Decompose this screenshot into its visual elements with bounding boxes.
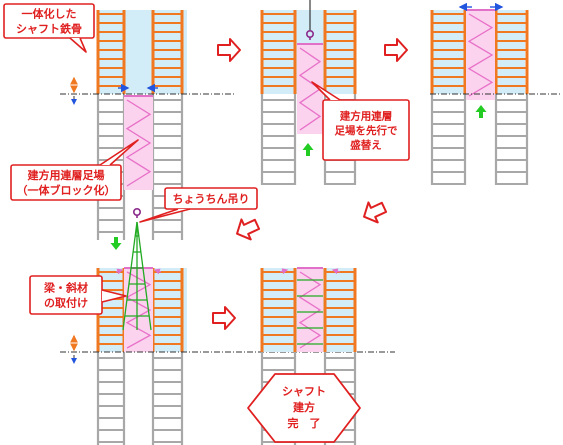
- lift-arrow: [302, 143, 314, 156]
- scaffold-brace: [125, 99, 152, 187]
- callout-line: 建方用連層: [339, 109, 393, 122]
- scaffold-body: [466, 10, 495, 100]
- callout-line: 建方用連層足場: [28, 168, 105, 182]
- green-member: [136, 221, 152, 331]
- scaffold-brace: [298, 271, 322, 349]
- flow-arrow-5: [212, 306, 236, 330]
- callout-box: [164, 187, 258, 210]
- scaffold-unit: [124, 95, 153, 190]
- shaft-frame-right: [323, 10, 357, 94]
- step-5-shaft-complete: [260, 267, 357, 445]
- arrow-pink-icon: [331, 268, 341, 275]
- green-member: [122, 221, 138, 331]
- scaffold-brace: [467, 13, 494, 97]
- callout-box: [3, 3, 95, 39]
- step-4-frame-lifting: [60, 208, 395, 445]
- flow-arrow-4: [236, 218, 261, 241]
- callout-line: 足場を先行で: [335, 124, 398, 137]
- lift-arrow: [475, 105, 487, 118]
- arrow-pink-icon: [153, 268, 162, 275]
- callout-line: 梁・斜材: [43, 280, 88, 294]
- flow-arrow-shape: [236, 218, 261, 241]
- callout-box: [10, 164, 122, 201]
- callout-line: 盛替え: [350, 138, 382, 151]
- callout-tail: [139, 208, 191, 223]
- scaffold-set: [466, 9, 495, 100]
- callout-tail: [101, 289, 127, 303]
- scaffold-body: [297, 268, 323, 352]
- complete-line: シャフト: [282, 385, 326, 398]
- complete-line: 完 了: [288, 416, 321, 430]
- step-3-scaffold-set: [430, 2, 560, 185]
- callout-lifting: ちょうちん吊り: [139, 187, 258, 223]
- shaft-frame-left: [260, 268, 297, 352]
- arrow-pink-icon: [115, 268, 124, 275]
- completed-frame-green: [297, 279, 323, 345]
- shaft-frame-right: [494, 10, 529, 94]
- shaft-frame-right: [323, 268, 357, 352]
- shaft-frame-left: [96, 10, 126, 94]
- lower-structure: [430, 94, 529, 185]
- step-1-shaft-frame: [60, 10, 235, 240]
- callout-tail: [69, 37, 87, 53]
- scaffold-body: [124, 96, 153, 190]
- callout-line: （一体ブロック化）: [17, 183, 116, 197]
- callout-line: シャフト鉄骨: [16, 21, 82, 35]
- flow-arrow-shape: [363, 201, 388, 224]
- complete-line: 建方: [293, 400, 315, 414]
- shaft-frame-left: [430, 10, 467, 94]
- callout-scaffold-unit: 建方用連層足場（一体ブロック化）: [10, 139, 139, 201]
- shaft-frame-right: [151, 10, 184, 94]
- flow-arrow-1: [217, 38, 241, 62]
- callout-box: [322, 99, 410, 161]
- crane-hook-icon: [305, 29, 314, 40]
- arrow-pink-icon: [279, 268, 289, 275]
- callout-line: の取付け: [44, 295, 88, 309]
- hook-ring: [133, 208, 142, 217]
- shaft-frame-left: [260, 10, 297, 94]
- step-2-scaffold-lift: [260, 0, 357, 185]
- flow-arrow-2: [384, 38, 408, 62]
- lifted-frame-green: [122, 221, 152, 331]
- callout-tail: [99, 139, 139, 166]
- scaffold-unit: [297, 267, 323, 352]
- callout-line: ちょうちん吊り: [173, 192, 250, 205]
- flow-arrow-3: [363, 201, 388, 224]
- hexagon-badge: [247, 373, 361, 443]
- callout-tail: [311, 81, 341, 101]
- lower-structure: [96, 352, 184, 445]
- crane-hook-icon: [133, 208, 142, 218]
- lift-arrow: [110, 237, 122, 250]
- scaffold-brace: [125, 271, 152, 349]
- callout-line: 一体化した: [22, 6, 77, 20]
